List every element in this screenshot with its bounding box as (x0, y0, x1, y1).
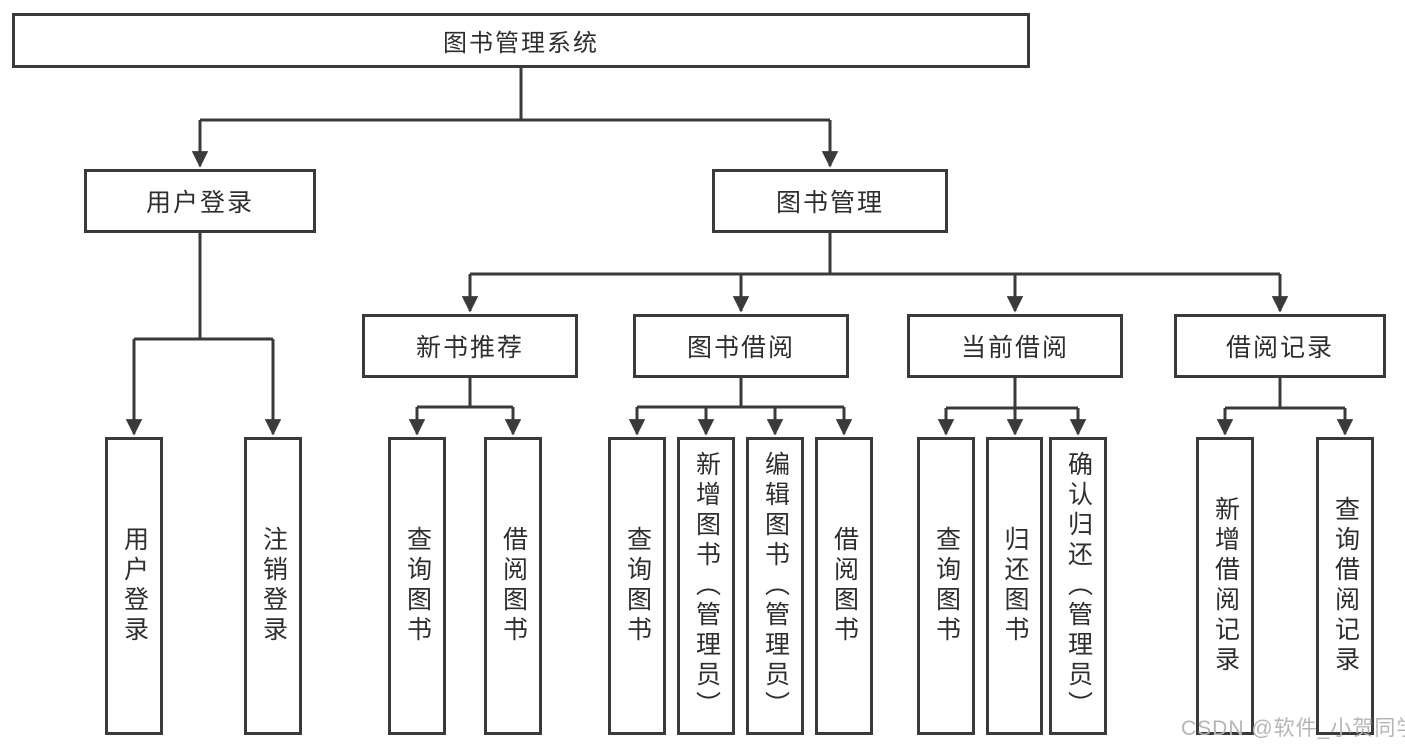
leaf-current-query-books: 查询图书 (917, 437, 975, 735)
leaf-records-query-record: 查询借阅记录 (1316, 437, 1374, 735)
leaf-current-confirm-return-admin: 确认归还（管理员） (1049, 437, 1107, 735)
leaf-borrowing-borrow-books-label: 借阅图书 (830, 526, 859, 646)
leaf-borrowing-query-books: 查询图书 (608, 437, 666, 735)
leaf-recommend-borrow-books-label: 借阅图书 (499, 526, 528, 646)
node-book-management-branch: 图书管理 (712, 169, 948, 233)
leaf-borrowing-edit-books-admin-label: 编辑图书（管理员） (761, 451, 790, 721)
leaf-borrowing-add-books-admin: 新增图书（管理员） (677, 437, 735, 735)
leaf-borrowing-add-books-admin-label: 新增图书（管理员） (692, 451, 721, 721)
leaf-user-login: 用户登录 (105, 437, 163, 735)
node-book-borrowing: 图书借阅 (633, 314, 849, 378)
leaf-recommend-query-books: 查询图书 (388, 437, 446, 735)
leaf-borrowing-borrow-books: 借阅图书 (815, 437, 873, 735)
node-borrow-records: 借阅记录 (1174, 314, 1386, 378)
leaf-current-confirm-return-admin-label: 确认归还（管理员） (1064, 451, 1093, 721)
leaf-borrowing-edit-books-admin: 编辑图书（管理员） (746, 437, 804, 735)
node-new-book-recommend: 新书推荐 (362, 314, 578, 378)
leaf-recommend-query-books-label: 查询图书 (403, 526, 432, 646)
csdn-watermark: CSDN @软件_小贺同学 (1181, 717, 1405, 740)
leaf-borrowing-query-books-label: 查询图书 (623, 526, 652, 646)
leaf-user-login-label: 用户登录 (120, 526, 149, 646)
leaf-records-add-record-label: 新增借阅记录 (1211, 496, 1240, 676)
node-user-login-branch: 用户登录 (84, 169, 316, 233)
leaf-recommend-borrow-books: 借阅图书 (484, 437, 542, 735)
leaf-records-query-record-label: 查询借阅记录 (1331, 496, 1360, 676)
leaf-records-add-record: 新增借阅记录 (1196, 437, 1254, 735)
node-library-management-system: 图书管理系统 (12, 13, 1030, 68)
leaf-current-query-books-label: 查询图书 (932, 526, 961, 646)
leaf-logout: 注销登录 (244, 437, 302, 735)
node-current-borrowing: 当前借阅 (907, 314, 1123, 378)
leaf-logout-label: 注销登录 (259, 526, 288, 646)
leaf-current-return-books-label: 归还图书 (1001, 526, 1029, 646)
leaf-current-return-books: 归还图书 (986, 437, 1043, 735)
